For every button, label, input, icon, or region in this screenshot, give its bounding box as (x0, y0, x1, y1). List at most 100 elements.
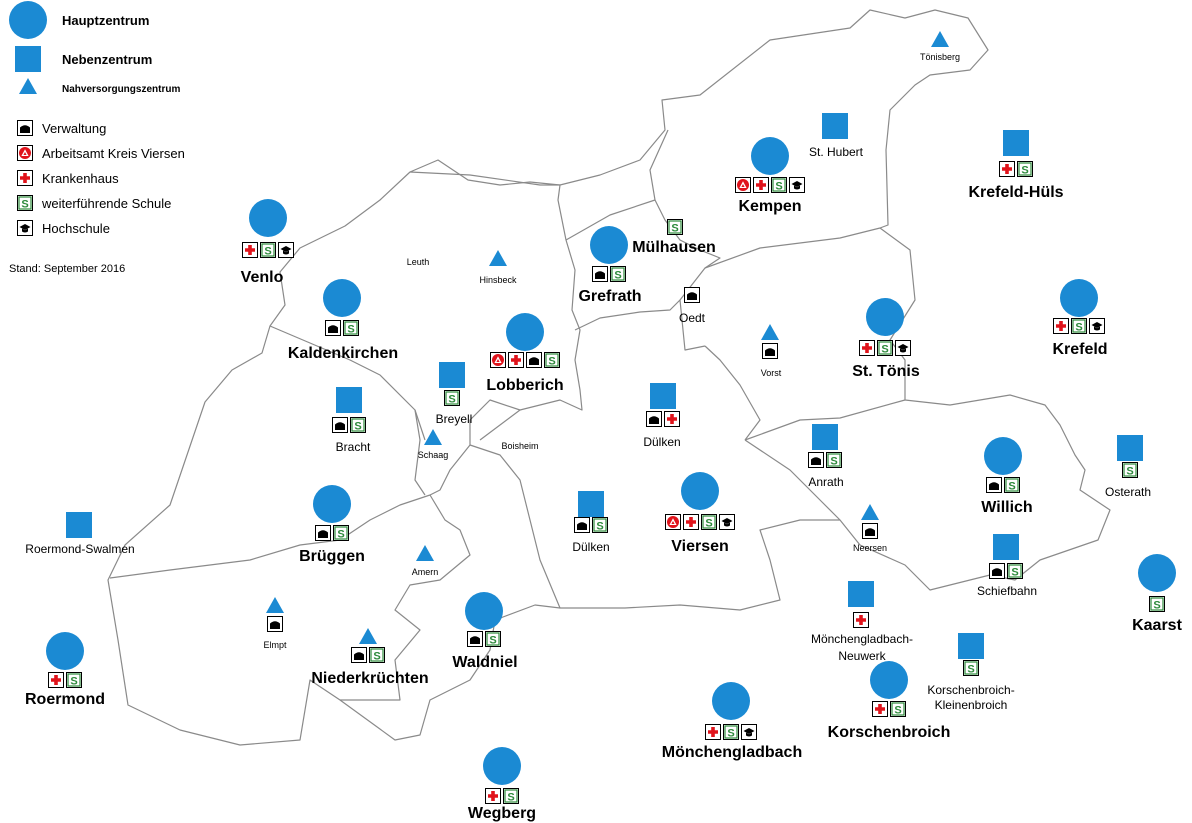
place-name: Waldniel (452, 654, 517, 671)
verwaltung-icon (325, 320, 341, 336)
place-anrath: Anrath (808, 424, 844, 489)
place-niederkrüchten: Niederkrüchten (311, 628, 429, 687)
legend-facility-S: weiterführende Schule (16, 194, 171, 212)
hauptzentrum-circle-icon (323, 279, 361, 317)
verwaltung-icon (762, 343, 778, 359)
place-name: Tönisberg (920, 52, 960, 62)
krankenhaus-icon (705, 724, 721, 740)
hauptzentrum-circle-icon (1060, 279, 1098, 317)
place-amern: Amern (412, 545, 438, 577)
nebenzentrum-square-icon (993, 534, 1019, 560)
verwaltung-icon (646, 411, 662, 427)
schule-icon (889, 700, 907, 718)
nebenzentrum-square-icon (848, 581, 874, 607)
nebenzentrum-square-icon (650, 383, 676, 409)
krankenhaus-icon (1053, 318, 1069, 334)
krankenhaus-icon (872, 701, 888, 717)
legend-label: weiterführende Schule (41, 196, 171, 211)
nebenzentrum-square-icon (15, 46, 41, 72)
schule-icon (770, 176, 788, 194)
hauptzentrum-circle-icon (712, 682, 750, 720)
nahversorgung-triangle-icon (359, 628, 377, 644)
krankenhaus-icon (753, 177, 769, 193)
schule-icon (259, 241, 277, 259)
verwaltung-icon (315, 525, 331, 541)
place-name: Viersen (671, 538, 729, 555)
place-boisheim: Boisheim (501, 441, 538, 451)
place-kempen: Kempen (735, 137, 805, 215)
schule-icon (1148, 595, 1166, 613)
place-name: Schaag (418, 450, 449, 460)
boundary-bracht (414, 409, 426, 496)
nahversorgung-triangle-icon (861, 504, 879, 520)
place-name: Leuth (407, 257, 430, 267)
place-name: Dülken (643, 435, 680, 449)
schule-icon (484, 630, 502, 648)
nahversorgung-triangle-icon (424, 429, 442, 445)
hauptzentrum-circle-icon (590, 226, 628, 264)
hochschule-icon (278, 242, 294, 258)
hochschule-icon (17, 220, 33, 236)
place-willich: Willich (981, 437, 1033, 516)
schule-icon (722, 723, 740, 741)
place-name: Osterath (1105, 485, 1151, 499)
legend-label: Hochschule (42, 221, 110, 236)
place-name: Breyell (436, 412, 473, 426)
place-name: Niederkrüchten (311, 670, 428, 687)
place-wegberg: Wegberg (468, 747, 536, 822)
hauptzentrum-circle-icon (681, 472, 719, 510)
place-oedt: Oedt (679, 287, 706, 325)
hauptzentrum-circle-icon (751, 137, 789, 175)
place-krefeld-hüls: Krefeld-Hüls (968, 130, 1064, 201)
place-name: Roermond (25, 691, 105, 708)
hauptzentrum-circle-icon (866, 298, 904, 336)
place-korschenbroich: Korschenbroich (828, 661, 950, 741)
schule-icon (16, 194, 34, 212)
schule-icon (1016, 160, 1034, 178)
hochschule-icon (1089, 318, 1105, 334)
legend-label: Nebenzentrum (62, 52, 152, 67)
place-name: Bracht (336, 440, 371, 454)
place-schaag: Schaag (418, 429, 449, 460)
place-name-part: Korschenbroich- (927, 683, 1014, 697)
arbeitsamt-icon (735, 177, 751, 193)
nahversorgung-triangle-icon (761, 324, 779, 340)
schule-icon (1070, 317, 1088, 335)
krankenhaus-icon (17, 170, 33, 186)
place-kaarst: Kaarst (1132, 554, 1183, 634)
nebenzentrum-square-icon (578, 491, 604, 517)
place-name: Hinsbeck (479, 275, 517, 285)
place-name: Oedt (679, 311, 706, 325)
schule-icon (502, 787, 520, 805)
nahversorgung-triangle-icon (416, 545, 434, 561)
place-roermond-swalmen: Roermond-Swalmen (25, 512, 135, 556)
schule-icon (368, 646, 386, 664)
place-name: Krefeld (1052, 341, 1107, 358)
municipality-borders (107, 9, 1111, 746)
verwaltung-icon (862, 523, 878, 539)
schule-icon (349, 416, 367, 434)
place-name: Roermond-Swalmen (25, 542, 134, 556)
place-name: Mönchengladbach (662, 744, 802, 761)
place-mönchengladbach: Mönchengladbach (662, 682, 802, 761)
place-name: Grefrath (578, 288, 641, 305)
boundary-grefrath (565, 199, 721, 301)
place-waldniel: Waldniel (452, 592, 518, 671)
district-outline (107, 9, 1111, 746)
krankenhaus-icon (242, 242, 258, 258)
legend-center-nah: Nahversorgungszentrum (19, 78, 180, 95)
krankenhaus-icon (508, 352, 524, 368)
hauptzentrum-circle-icon (9, 1, 47, 39)
place-elmpt: Elmpt (263, 597, 287, 650)
verwaltung-icon (574, 517, 590, 533)
place-name-part: Mönchengladbach- (811, 632, 913, 646)
place-kaldenkirchen: Kaldenkirchen (288, 279, 398, 362)
places: VenloKaldenkirchenLeuthHinsbeckGrefrathM… (25, 31, 1183, 822)
place-name: Mülhausen (632, 239, 716, 256)
place-krefeld: Krefeld (1052, 279, 1108, 358)
hauptzentrum-circle-icon (870, 661, 908, 699)
boundary-vorst (704, 227, 881, 441)
boundary-kaldenkirchen (269, 325, 426, 441)
legend-label: Hauptzentrum (62, 13, 149, 28)
